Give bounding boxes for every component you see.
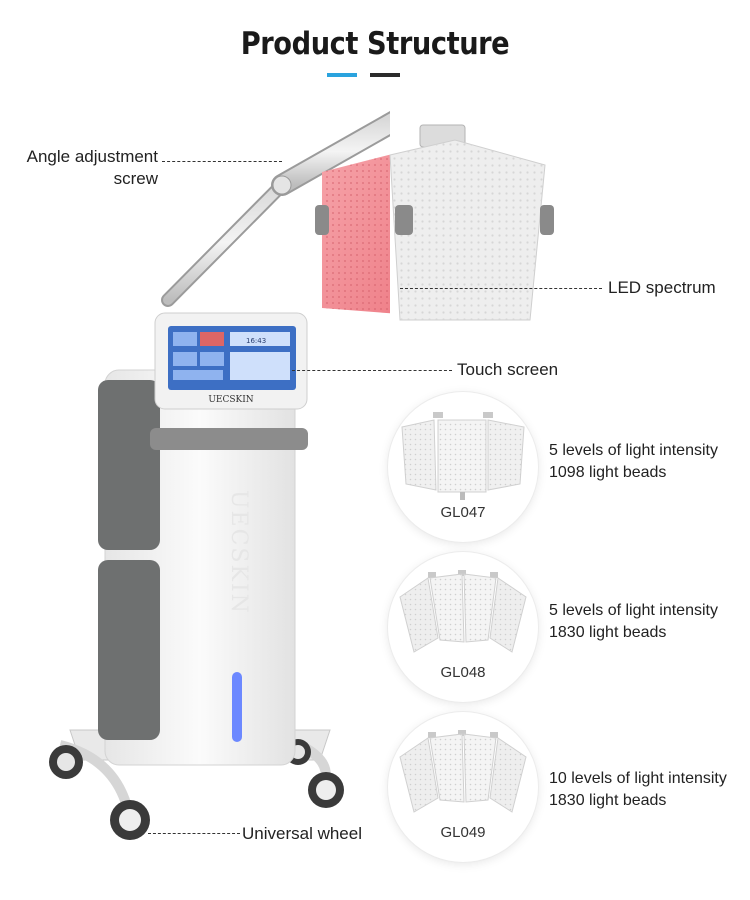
angle-screw-icon <box>272 175 292 195</box>
variant-gl048-beads: 1830 light beads <box>549 624 667 641</box>
title-underline-dark <box>370 73 400 77</box>
variant-gl048-intensity: 5 levels of light intensity <box>549 602 718 619</box>
title-underline-blue <box>327 73 357 77</box>
machine-body: UECSKIN <box>98 369 308 766</box>
page-title: Product Structure <box>240 26 510 62</box>
variant-gl049-intensity: 10 levels of light intensity <box>549 770 727 787</box>
variant-gl049-specs: 10 levels of light intensity 1830 light … <box>549 768 727 812</box>
screen-brand: UECSKIN <box>208 395 253 405</box>
leader-touch-screen <box>292 370 452 371</box>
callout-universal-wheel: Universal wheel <box>242 824 362 843</box>
variant-gl047-card: GL047 <box>388 392 538 542</box>
variant-gl047-beads: 1098 light beads <box>549 464 667 481</box>
variant-gl049-image <box>399 730 527 813</box>
led-red-panel <box>322 154 390 314</box>
screen-clock: 16:43 <box>246 337 266 345</box>
column-brand: UECSKIN <box>226 490 251 615</box>
variant-gl047-image <box>401 412 525 500</box>
variant-gl049-model: GL049 <box>440 824 486 841</box>
callout-angle-adjustment: Angle adjustment screw <box>26 147 158 188</box>
variant-gl048-card: GL048 <box>388 552 538 702</box>
variant-gl048-image <box>399 570 527 653</box>
variant-gl048-model: GL048 <box>440 664 486 681</box>
callout-touch-screen: Touch screen <box>457 360 559 379</box>
touch-screen-display: 16:43 UECSKIN <box>154 312 308 410</box>
device-illustration: UECSKIN 16:43 UECSKIN <box>49 111 390 840</box>
leader-led-spectrum <box>400 288 602 289</box>
variant-gl049-card: GL049 <box>388 712 538 862</box>
leader-universal-wheel <box>148 833 240 834</box>
variant-gl048-specs: 5 levels of light intensity 1830 light b… <box>549 600 718 644</box>
variant-gl047-intensity: 5 levels of light intensity <box>549 442 718 459</box>
variant-gl047-specs: 5 levels of light intensity 1098 light b… <box>549 440 718 484</box>
leader-angle-adjustment <box>162 161 282 162</box>
support-arm <box>161 111 390 307</box>
wheel-icon <box>49 739 344 840</box>
variant-gl047-model: GL047 <box>440 504 486 521</box>
callout-led-spectrum: LED spectrum <box>608 278 716 297</box>
led-head-panels <box>315 124 554 321</box>
variant-gl049-beads: 1830 light beads <box>549 792 667 809</box>
